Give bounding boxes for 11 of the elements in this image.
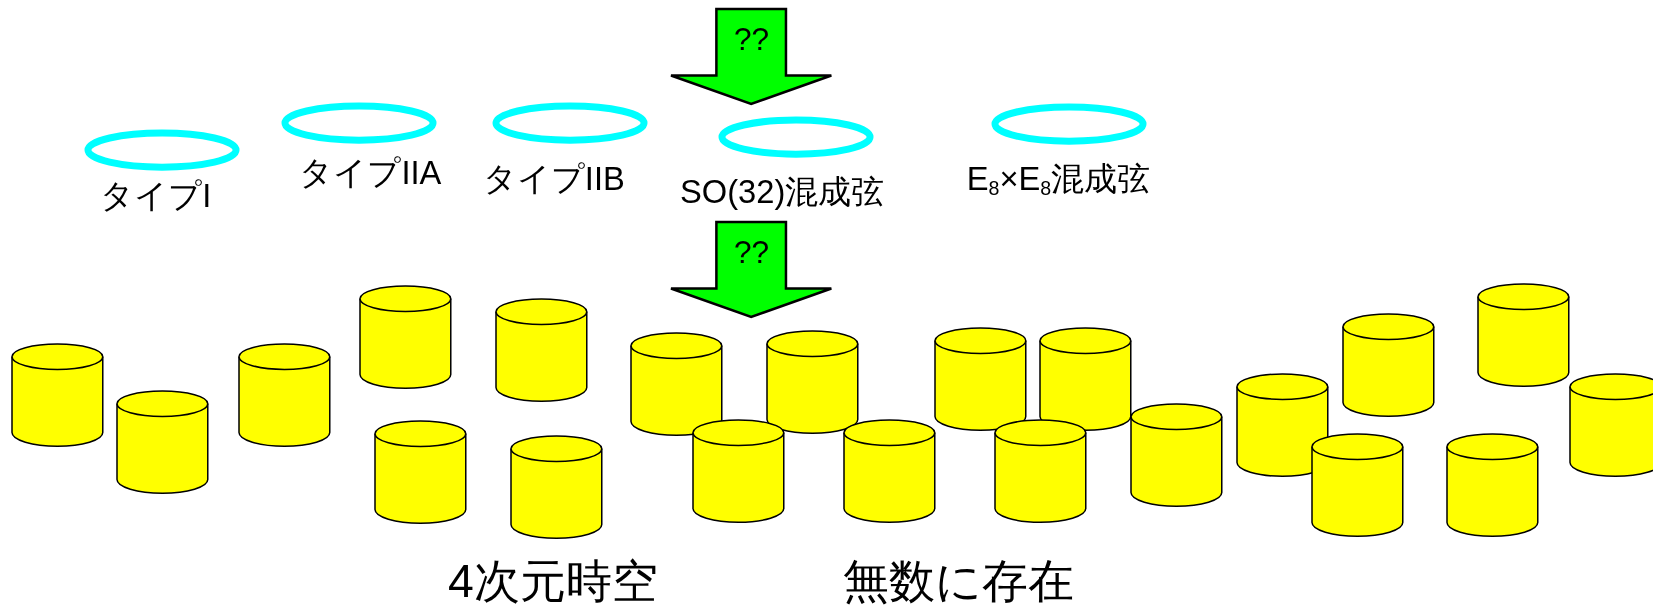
string-type-label: E$_{8}$×E$_{8}$混成弦 [966,160,1151,198]
string-type-label: SO(32)混成弦 [679,172,885,211]
arrow-label: ?? [733,21,771,58]
string-type-label: タイプIIB [482,160,625,198]
block-arrow [670,8,833,106]
block-arrow [670,221,833,319]
arrow-label: ?? [733,234,771,271]
string-type-label: タイプIIA [299,153,442,192]
caption-text: 4次元時空 [448,554,658,607]
string-type-label: タイプI [100,177,212,215]
caption-text: 無数に存在 [843,554,1075,607]
